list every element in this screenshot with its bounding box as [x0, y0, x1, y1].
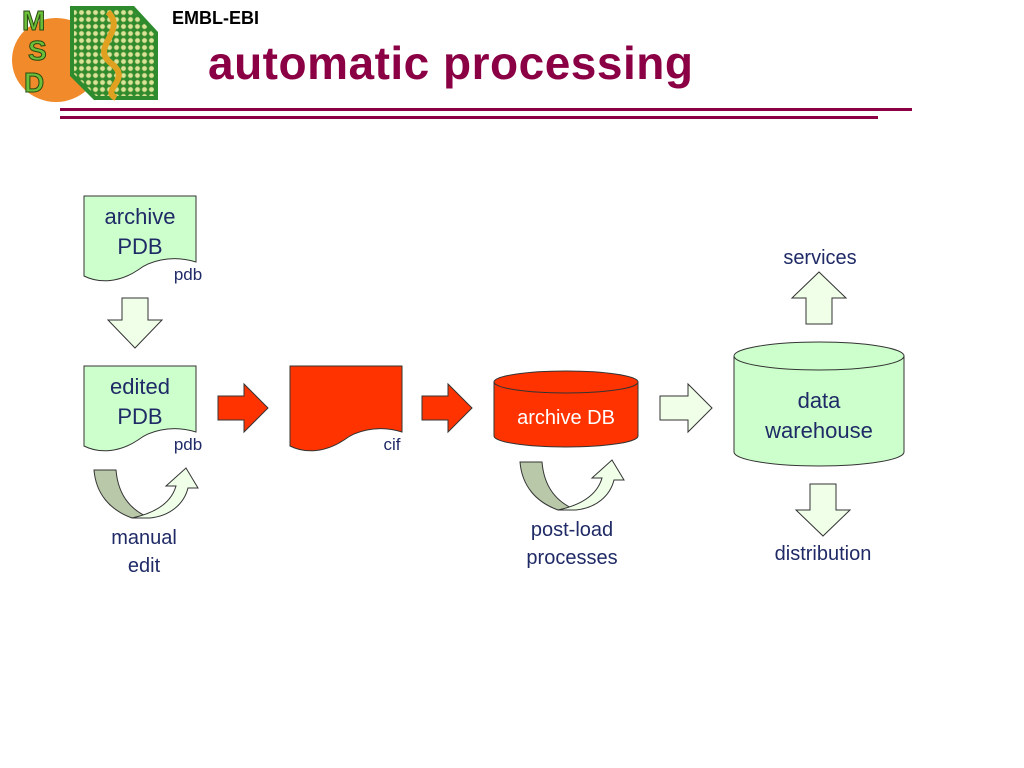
archive-pdb-tag: pdb: [174, 265, 202, 284]
arrow-right-archive-db-to-warehouse: [659, 382, 713, 434]
arrow-down-archive-to-edited: [106, 297, 164, 349]
archive-pdb-document: archive PDB pdb: [83, 195, 202, 284]
cif-document: cif: [289, 365, 403, 454]
svg-text:M: M: [22, 5, 45, 36]
msd-logo: M S D: [12, 5, 158, 102]
post-load-line1: post-load: [531, 519, 613, 541]
edited-pdb-line2: PDB: [117, 404, 162, 429]
title-rule-bottom: [60, 116, 878, 119]
archive-pdb-line1: archive: [105, 204, 176, 229]
arrow-right-edited-to-cif: [217, 382, 269, 434]
manual-edit-line2: edit: [128, 555, 161, 577]
svg-text:S: S: [28, 35, 47, 66]
cif-tag: cif: [384, 435, 401, 454]
edited-pdb-tag: pdb: [174, 435, 202, 454]
org-name: EMBL-EBI: [172, 8, 259, 28]
arrow-right-cif-to-archive-db: [421, 382, 473, 434]
data-warehouse-cylinder: data warehouse: [733, 341, 905, 467]
archive-pdb-line2: PDB: [117, 234, 162, 259]
warehouse-line1: data: [798, 388, 842, 413]
post-load-curved-arrow: [519, 459, 625, 511]
edited-pdb-document: edited PDB pdb: [83, 365, 202, 454]
archive-db-label: archive DB: [517, 407, 615, 429]
arrow-up-services: [790, 271, 848, 325]
arrow-down-distribution: [794, 483, 852, 537]
manual-edit-line1: manual: [111, 527, 177, 549]
warehouse-line2: warehouse: [764, 418, 873, 443]
archive-db-cylinder: archive DB: [493, 370, 639, 448]
page-title: automatic processing: [208, 37, 694, 89]
distribution-label: distribution: [775, 543, 872, 565]
post-load-line2: processes: [526, 547, 617, 569]
title-rule-top: [60, 108, 912, 111]
manual-edit-curved-arrow: [93, 467, 199, 519]
svg-text:D: D: [24, 67, 44, 98]
edited-pdb-line1: edited: [110, 374, 170, 399]
services-label: services: [783, 247, 856, 269]
